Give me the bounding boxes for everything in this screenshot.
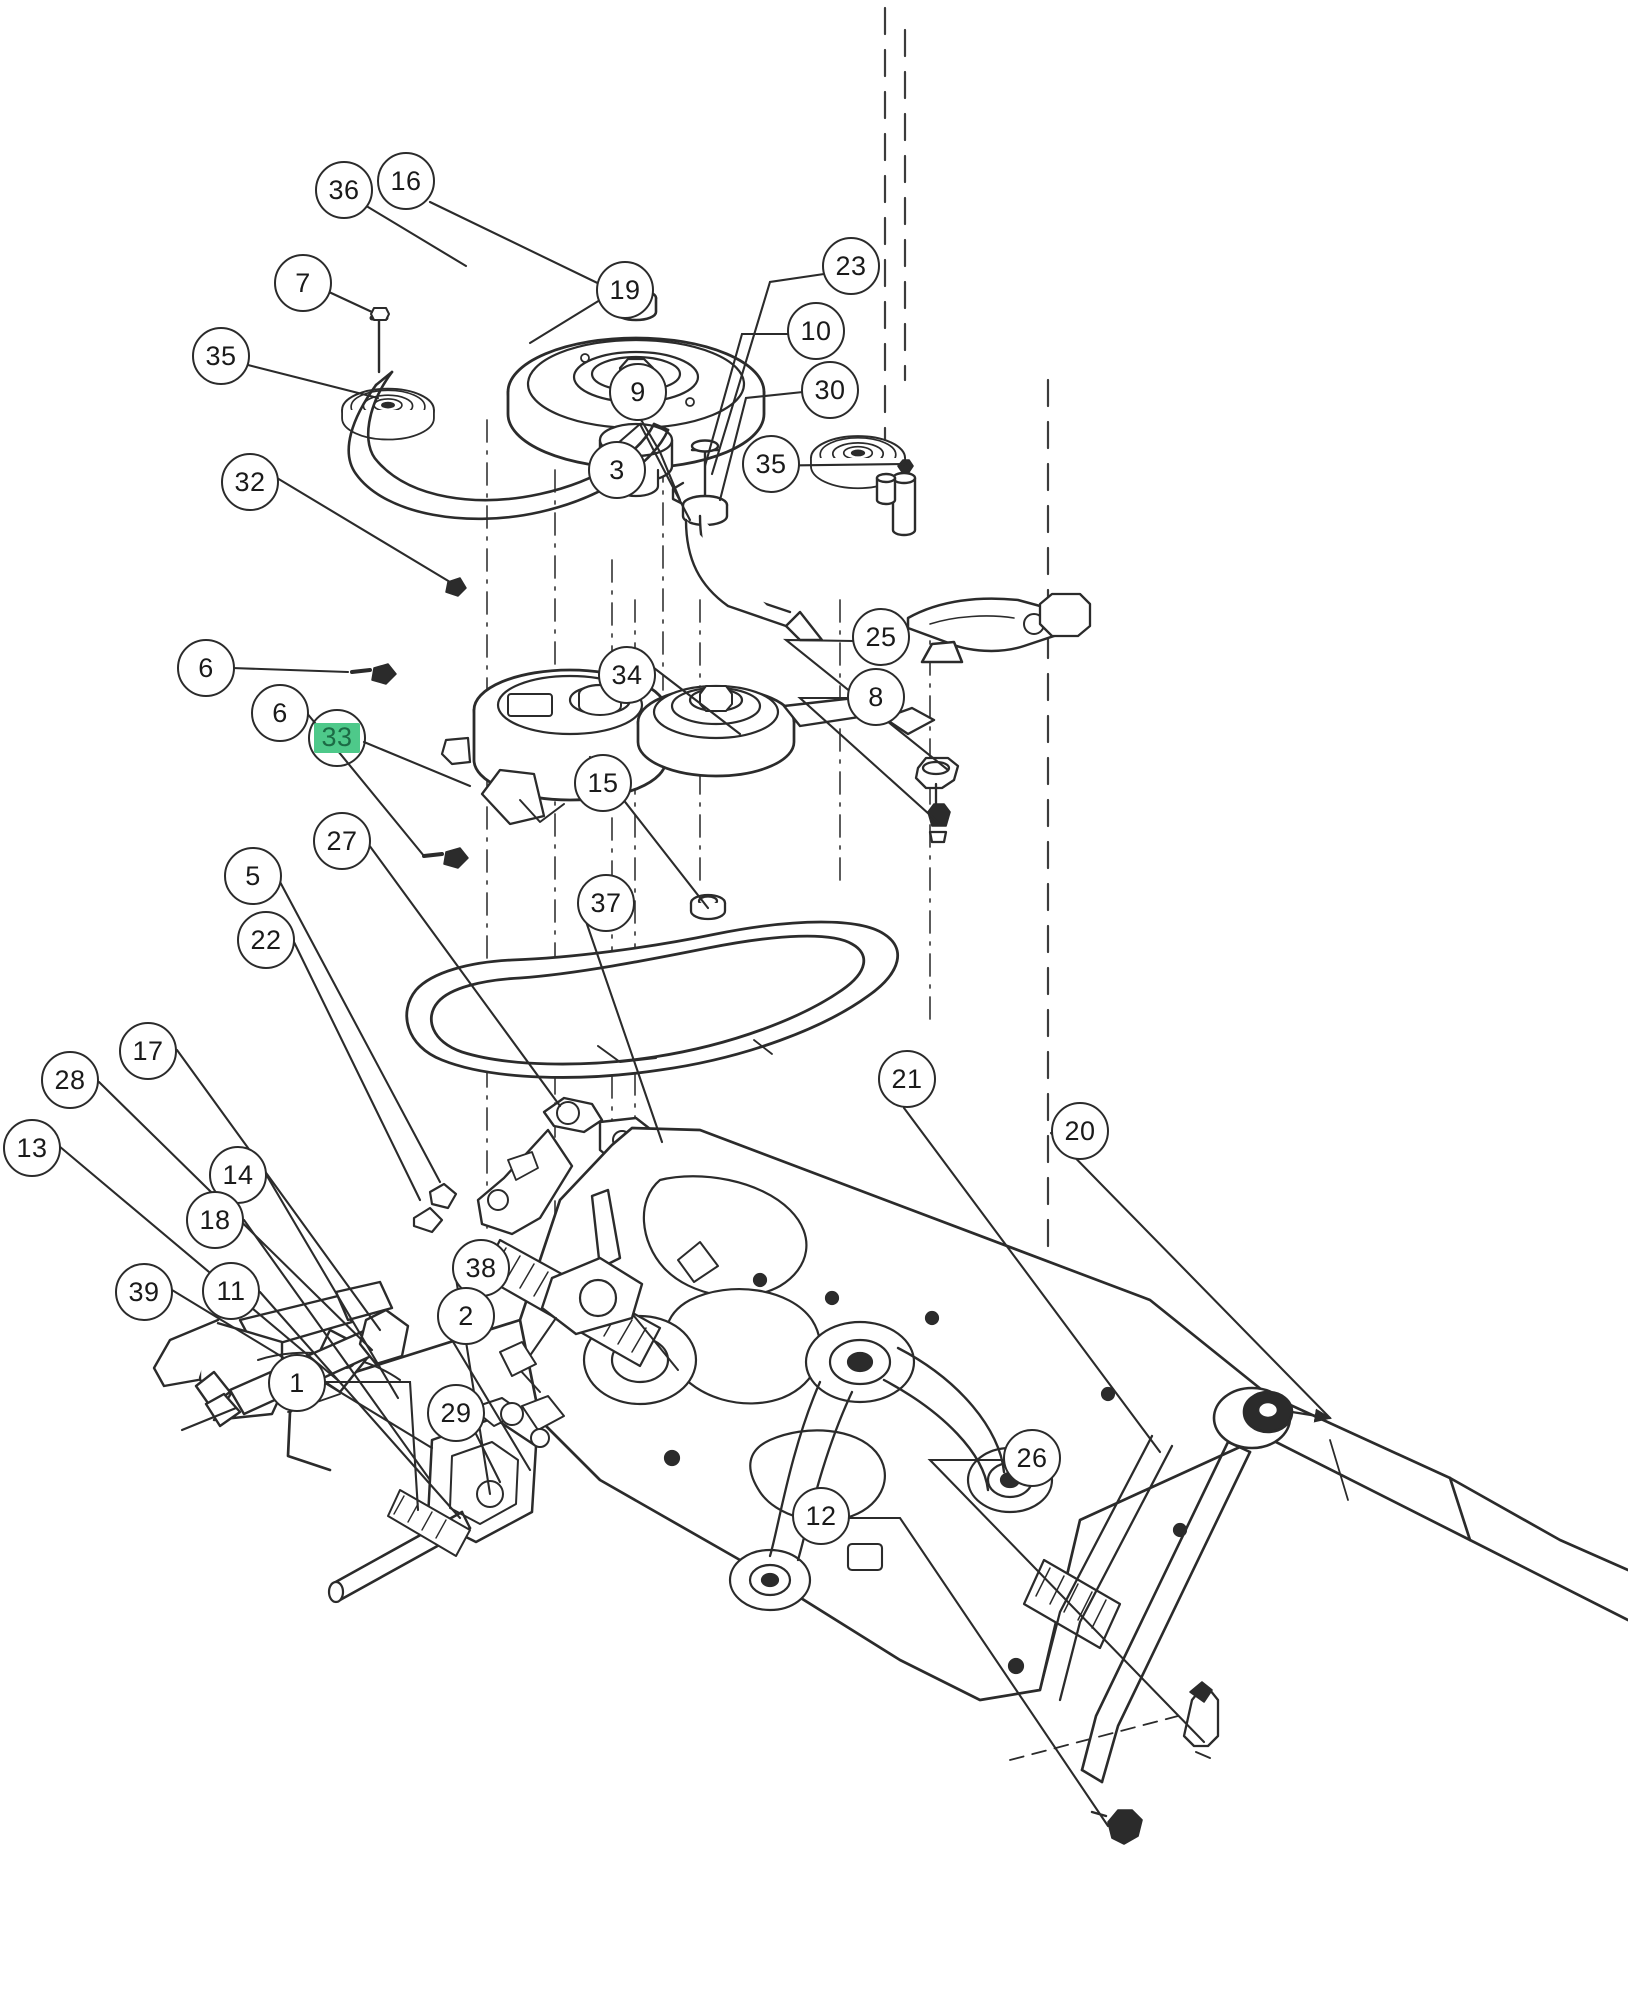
callout-label: 9 xyxy=(630,376,646,407)
callout-label: 38 xyxy=(465,1252,497,1283)
callout-label: 28 xyxy=(54,1064,86,1095)
callout-label: 25 xyxy=(865,621,897,652)
callout-label: 5 xyxy=(245,860,261,891)
callout-label: 14 xyxy=(222,1159,254,1190)
callout-30[interactable]: 30 xyxy=(801,361,859,419)
callout-36[interactable]: 36 xyxy=(315,161,373,219)
callout-label: 10 xyxy=(800,315,832,346)
callout-label: 8 xyxy=(868,681,884,712)
callout-label: 22 xyxy=(250,924,282,955)
callout-label: 32 xyxy=(234,466,266,497)
callout-label: 12 xyxy=(805,1500,837,1531)
callout-7[interactable]: 7 xyxy=(274,254,332,312)
callout-label: 33 xyxy=(314,723,360,753)
callout-33-highlighted[interactable]: 33 xyxy=(308,709,366,767)
callout-35-right[interactable]: 35 xyxy=(742,435,800,493)
callout-19[interactable]: 19 xyxy=(596,261,654,319)
leader-36 xyxy=(366,205,468,268)
callout-8[interactable]: 8 xyxy=(847,668,905,726)
callout-17[interactable]: 17 xyxy=(119,1022,177,1080)
callout-15[interactable]: 15 xyxy=(574,754,632,812)
callout-1[interactable]: 1 xyxy=(268,1354,326,1412)
callout-2[interactable]: 2 xyxy=(437,1287,495,1345)
callout-label: 34 xyxy=(611,659,643,690)
callout-label: 36 xyxy=(328,174,360,205)
callout-label: 6 xyxy=(272,697,288,728)
callout-label: 3 xyxy=(609,454,625,485)
callout-label: 27 xyxy=(326,825,358,856)
callout-32[interactable]: 32 xyxy=(221,453,279,511)
callout-12[interactable]: 12 xyxy=(792,1487,850,1545)
callout-label: 17 xyxy=(132,1035,164,1066)
callout-20[interactable]: 20 xyxy=(1051,1102,1109,1160)
callout-label: 13 xyxy=(16,1132,48,1163)
callout-21[interactable]: 21 xyxy=(878,1050,936,1108)
callout-label: 16 xyxy=(390,165,422,196)
callout-label: 2 xyxy=(458,1300,474,1331)
callout-label: 18 xyxy=(199,1204,231,1235)
callout-9[interactable]: 9 xyxy=(609,363,667,421)
callout-label: 1 xyxy=(289,1367,305,1398)
callout-label: 6 xyxy=(198,652,214,683)
callout-label: 37 xyxy=(590,887,622,918)
callout-28[interactable]: 28 xyxy=(41,1051,99,1109)
callout-label: 21 xyxy=(891,1063,923,1094)
callout-23[interactable]: 23 xyxy=(822,237,880,295)
callout-label: 29 xyxy=(440,1397,472,1428)
callout-label: 19 xyxy=(609,274,641,305)
callout-22[interactable]: 22 xyxy=(237,911,295,969)
callout-16[interactable]: 16 xyxy=(377,152,435,210)
callout-10[interactable]: 10 xyxy=(787,302,845,360)
callout-26[interactable]: 26 xyxy=(1003,1429,1061,1487)
callout-6-upper[interactable]: 6 xyxy=(177,639,235,697)
callout-label: 35 xyxy=(755,448,787,479)
callout-11[interactable]: 11 xyxy=(202,1262,260,1320)
callout-29[interactable]: 29 xyxy=(427,1384,485,1442)
callout-label: 39 xyxy=(128,1276,160,1307)
callout-label: 7 xyxy=(295,267,311,298)
callout-39[interactable]: 39 xyxy=(115,1263,173,1321)
callout-label: 30 xyxy=(814,374,846,405)
callout-label: 35 xyxy=(205,340,237,371)
callout-5[interactable]: 5 xyxy=(224,847,282,905)
callout-label: 23 xyxy=(835,250,867,281)
callout-3[interactable]: 3 xyxy=(588,441,646,499)
callout-6-lower[interactable]: 6 xyxy=(251,684,309,742)
callout-label: 20 xyxy=(1064,1115,1096,1146)
callout-27[interactable]: 27 xyxy=(313,812,371,870)
callout-37[interactable]: 37 xyxy=(577,874,635,932)
callout-label: 15 xyxy=(587,767,619,798)
callout-25[interactable]: 25 xyxy=(852,608,910,666)
callout-label: 26 xyxy=(1016,1442,1048,1473)
callout-label: 11 xyxy=(216,1275,246,1306)
callout-18[interactable]: 18 xyxy=(186,1191,244,1249)
callout-13[interactable]: 13 xyxy=(3,1119,61,1177)
callout-34[interactable]: 34 xyxy=(598,646,656,704)
callout-35-upper-left[interactable]: 35 xyxy=(192,327,250,385)
